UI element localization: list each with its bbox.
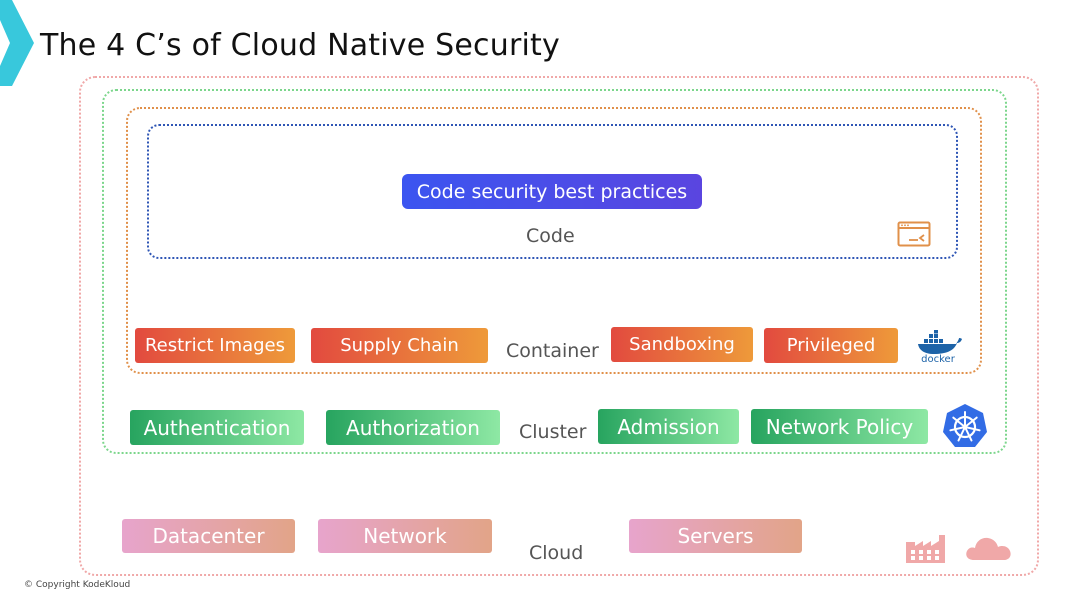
admission-pill: Admission — [598, 409, 739, 444]
page-title: The 4 C’s of Cloud Native Security — [40, 28, 560, 63]
supply-chain-pill: Supply Chain — [311, 328, 488, 363]
cloud-layer-label: Cloud — [529, 542, 584, 564]
code-layer-label: Code — [526, 225, 575, 247]
cloud-layer-box — [79, 76, 1039, 576]
logo-chevron-icon — [0, 0, 34, 86]
network-pill: Network — [318, 519, 492, 553]
cloud-icon — [966, 537, 1011, 560]
factory-icon — [906, 535, 945, 563]
datacenter-pill: Datacenter — [122, 519, 295, 553]
terminal-window-icon — [897, 221, 931, 247]
authorization-pill: Authorization — [326, 410, 500, 445]
cluster-layer-box — [102, 89, 1007, 454]
code-practice-pill: Code security best practices — [402, 174, 702, 209]
docker-wordmark: docker — [921, 354, 956, 364]
copyright-footer: © Copyright KodeKloud — [24, 580, 131, 590]
network-policy-pill: Network Policy — [751, 409, 928, 444]
privileged-pill: Privileged — [764, 328, 898, 363]
container-layer-label: Container — [506, 340, 599, 362]
sandboxing-pill: Sandboxing — [611, 327, 753, 362]
restrict-images-pill: Restrict Images — [135, 328, 295, 363]
authentication-pill: Authentication — [130, 410, 304, 445]
kubernetes-icon — [943, 404, 987, 447]
cluster-layer-label: Cluster — [519, 421, 587, 443]
docker-icon: docker — [918, 330, 962, 364]
servers-pill: Servers — [629, 519, 802, 553]
container-layer-box — [126, 107, 982, 374]
code-layer-box — [147, 124, 958, 259]
